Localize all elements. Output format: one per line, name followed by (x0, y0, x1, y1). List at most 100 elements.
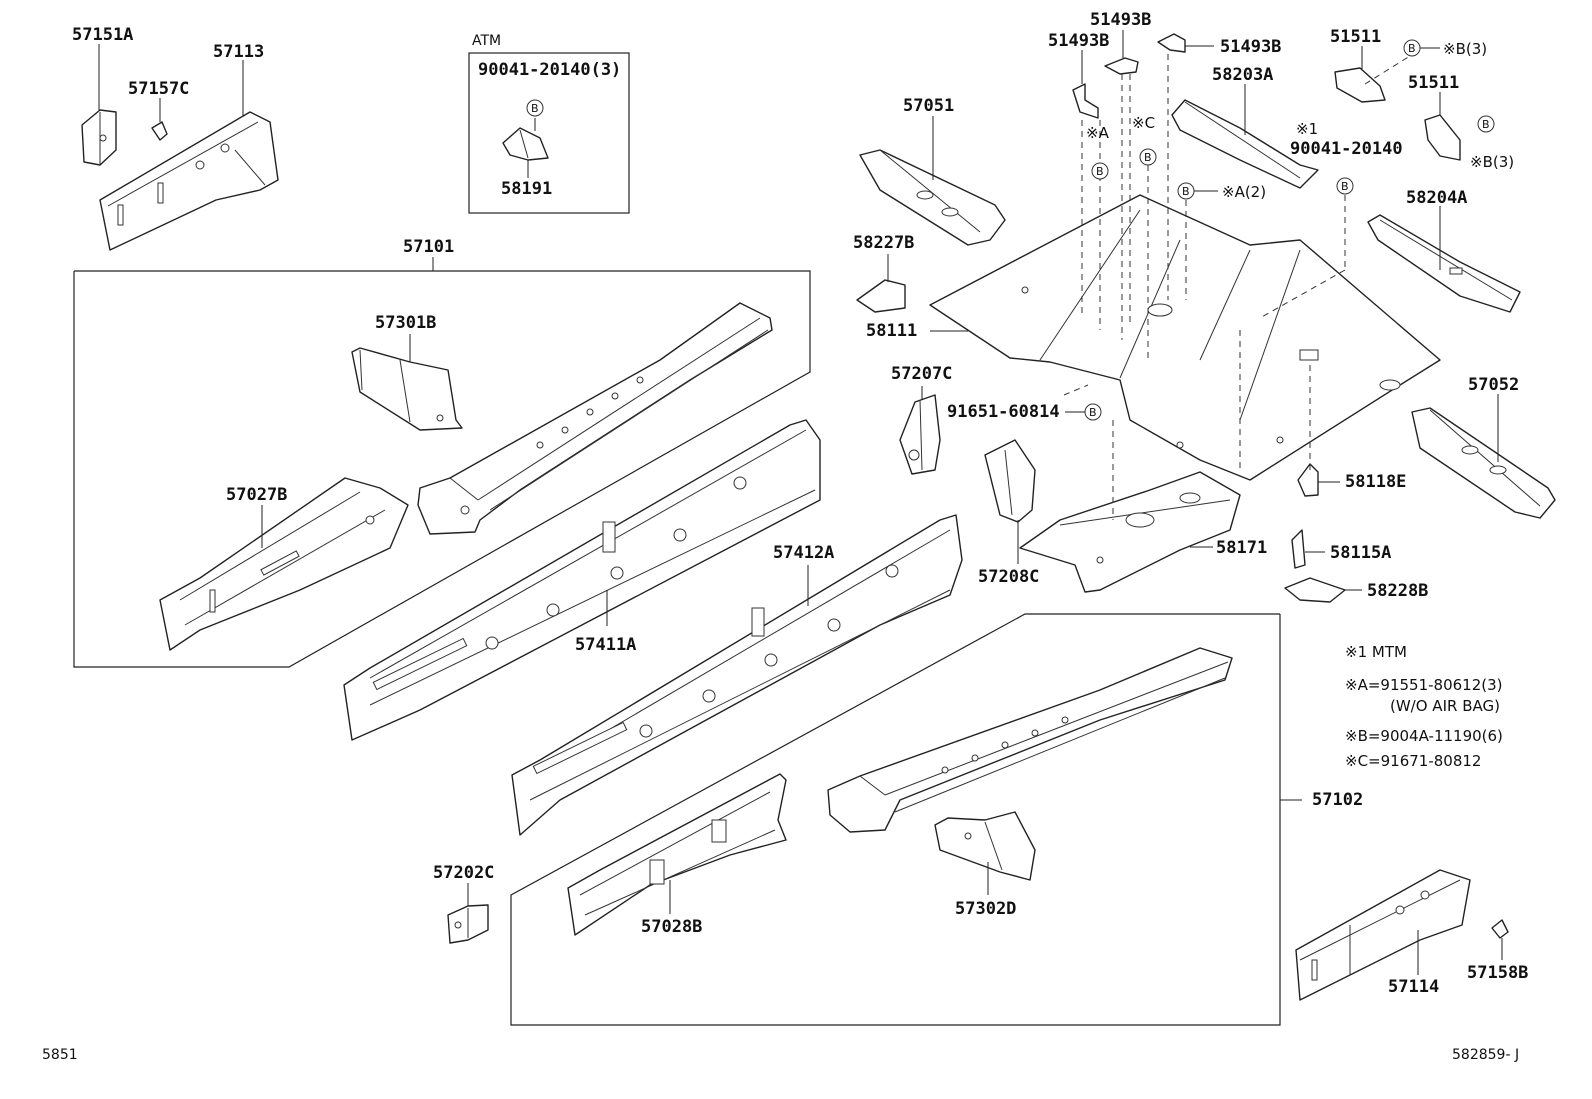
label-58204A: 58204A (1406, 188, 1467, 208)
bolt-bubbles: B B B B B B B B (526, 39, 1495, 421)
mark-b3-top: ※B(3) (1443, 40, 1487, 58)
label-51493B-a: 51493B (1048, 31, 1109, 51)
label-57114: 57114 (1388, 977, 1439, 997)
part-57412A-drawing (511, 514, 963, 836)
label-58191: 58191 (501, 179, 552, 199)
part-51493B-a-drawing (1072, 50, 1099, 119)
part-51511-a-drawing (1334, 46, 1386, 103)
bubble-text: B (1096, 165, 1104, 178)
label-51493B-c: 51493B (1220, 37, 1281, 57)
part-57052-drawing (1411, 394, 1556, 519)
part-57114-drawing (1295, 869, 1471, 1001)
label-90041-20140: 90041-20140 (1290, 139, 1403, 159)
guide-lines (1063, 54, 1411, 520)
bubble-b3-top: B (1403, 39, 1421, 57)
bubble-b3-mid: B (1477, 115, 1495, 133)
label-57027B: 57027B (226, 485, 287, 505)
note-c: ※C=91671-80812 (1345, 752, 1481, 770)
part-58115A-drawing (1291, 529, 1325, 569)
part-58118E-drawing (1297, 463, 1340, 497)
part-57101-member-drawing (417, 302, 773, 535)
mark-c: ※C (1132, 114, 1155, 132)
part-57158B-drawing (1491, 919, 1509, 960)
bubble-text: B (1341, 180, 1349, 193)
part-58204A-drawing (1367, 206, 1521, 313)
label-57207C: 57207C (891, 364, 952, 384)
label-57302D: 57302D (955, 899, 1016, 919)
label-91651-60814: 91651-60814 (947, 402, 1060, 422)
label-57202C: 57202C (433, 863, 494, 883)
bubble-text: B (1144, 151, 1152, 164)
atm-box-text: ATM 90041-20140(3) (472, 33, 621, 80)
label-58203A: 58203A (1212, 65, 1273, 85)
label-57157C: 57157C (128, 79, 189, 99)
mark-a: ※A (1086, 124, 1110, 142)
footer-left-code: 5851 (42, 1047, 78, 1063)
part-57028B-drawing (567, 773, 787, 936)
label-51511-a: 51511 (1330, 27, 1381, 47)
label-58227B: 58227B (853, 233, 914, 253)
atm-bolt-label: 90041-20140(3) (478, 60, 621, 80)
label-58171: 58171 (1216, 538, 1267, 558)
note-b: ※B=9004A-11190(6) (1345, 727, 1503, 745)
label-57412A: 57412A (773, 543, 834, 563)
footer: 5851 582859- J (42, 1047, 1519, 1063)
legend-notes: ※1 MTM ※A=91551-80612(3) (W/O AIR BAG) ※… (1345, 643, 1503, 770)
label-57052: 57052 (1468, 375, 1519, 395)
part-58227B-drawing (856, 254, 906, 313)
part-58191-drawing (502, 118, 549, 178)
label-57301B: 57301B (375, 313, 436, 333)
part-57301B-drawing (351, 334, 463, 431)
part-57051-drawing (859, 116, 1006, 246)
bubble-text: B (1089, 406, 1097, 419)
part-57151A-drawing (81, 44, 117, 166)
part-57207C-drawing (899, 386, 941, 475)
label-57102: 57102 (1312, 790, 1363, 810)
part-57302D-drawing (934, 811, 1036, 895)
label-58228B: 58228B (1367, 581, 1428, 601)
footer-right-code: 582859- J (1452, 1047, 1519, 1063)
reference-marks: ※A ※C ※1 ※A(2) ※B(3) ※B(3) (1065, 40, 1514, 413)
label-58118E: 58118E (1345, 472, 1406, 492)
part-57202C-drawing (447, 883, 489, 944)
note-a-sub: (W/O AIR BAG) (1390, 697, 1500, 715)
label-57051: 57051 (903, 96, 954, 116)
bubble-a2: B (1177, 182, 1195, 200)
label-58111: 58111 (866, 321, 917, 341)
bubble-c: B (1139, 148, 1157, 166)
label-57028B: 57028B (641, 917, 702, 937)
label-57208C: 57208C (978, 567, 1039, 587)
label-51511-b: 51511 (1408, 73, 1459, 93)
part-57208C-drawing (984, 439, 1036, 564)
group-box-57102 (510, 613, 1302, 1026)
label-57113: 57113 (213, 42, 264, 62)
label-57151A: 57151A (72, 25, 133, 45)
mark-1: ※1 (1296, 120, 1318, 138)
bubble-text: B (1182, 185, 1190, 198)
part-57102-member-drawing (827, 647, 1233, 833)
group-box-57101 (73, 257, 811, 668)
mark-b3-mid: ※B(3) (1470, 153, 1514, 171)
part-58171-drawing (1019, 471, 1241, 593)
label-51493B-b: 51493B (1090, 10, 1151, 30)
label-57411A: 57411A (575, 635, 636, 655)
note-a: ※A=91551-80612(3) (1345, 676, 1503, 694)
part-51493B-c-drawing (1157, 33, 1214, 53)
label-58115A: 58115A (1330, 543, 1391, 563)
part-57113-drawing (99, 60, 279, 251)
part-57411A-drawing (343, 419, 821, 741)
bubble-text: B (1408, 42, 1416, 55)
part-51511-b-drawing (1424, 92, 1461, 161)
part-57157C-drawing (151, 98, 168, 141)
bubble-91651: B (1084, 403, 1102, 421)
part-labels: 57151A 57113 57157C 57101 57301B 57027B … (72, 10, 1528, 997)
bubble-text: B (1482, 118, 1490, 131)
bubble-90041: B (1336, 177, 1354, 195)
bubble-text: B (531, 102, 539, 115)
mark-a2: ※A(2) (1222, 183, 1266, 201)
part-51493B-b-drawing (1104, 30, 1139, 75)
part-58203A-drawing (1171, 84, 1319, 189)
atm-box (468, 52, 630, 214)
part-58111-drawing (929, 194, 1441, 481)
